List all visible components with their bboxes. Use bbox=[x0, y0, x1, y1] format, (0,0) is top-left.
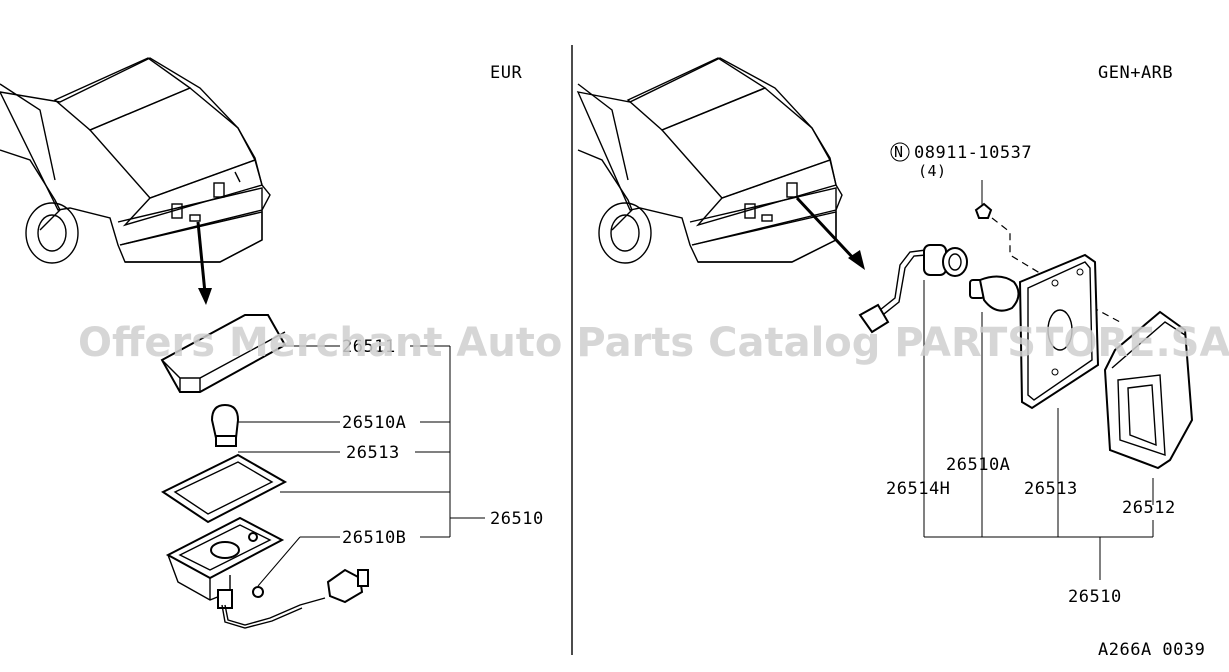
part-label-26512: 26512 bbox=[1122, 498, 1176, 518]
car-rear-illustration-left bbox=[0, 57, 271, 264]
part-label-26514h: 26514H bbox=[886, 479, 950, 499]
part-label-26513-right: 26513 bbox=[1024, 479, 1078, 499]
leader-lines-right bbox=[923, 280, 1154, 580]
part-label-26510a-left: 26510A bbox=[342, 413, 406, 433]
region-label-eur: EUR bbox=[490, 63, 522, 83]
arrow-right bbox=[795, 196, 865, 270]
region-label-gen-arb: GEN+ARB bbox=[1098, 63, 1173, 83]
license-lamp-lens-left bbox=[160, 314, 287, 393]
gasket-26513-right bbox=[1018, 253, 1100, 410]
dashed-guide-nut bbox=[991, 217, 1049, 279]
bulb-right bbox=[969, 275, 1020, 312]
nut-symbol-icon: N bbox=[894, 143, 904, 161]
part-qty-4: (4) bbox=[918, 162, 947, 180]
wire-harness-left bbox=[221, 568, 369, 629]
lamp-base-left bbox=[165, 516, 285, 609]
leader-lines-left bbox=[238, 345, 485, 587]
gasket-left bbox=[161, 453, 288, 524]
socket-26514h bbox=[858, 244, 968, 334]
car-rear-illustration-right bbox=[576, 57, 843, 264]
nut-callout: N 08911-10537 (4) bbox=[890, 142, 1032, 219]
lens-26512 bbox=[1103, 310, 1194, 470]
bulb-left bbox=[210, 403, 240, 447]
part-label-26513-left: 26513 bbox=[346, 443, 400, 463]
part-label-26510-left: 26510 bbox=[490, 509, 544, 529]
part-label-26510-right: 26510 bbox=[1068, 587, 1122, 607]
part-label-08911-10537: 08911-10537 bbox=[914, 143, 1032, 163]
part-label-26510a-right: 26510A bbox=[946, 455, 1010, 475]
watermark-text: Offers Merchant Auto Parts Catalog PARTS… bbox=[78, 320, 1229, 366]
part-label-26511: 26511 bbox=[342, 337, 396, 357]
part-label-26510b: 26510B bbox=[342, 528, 406, 548]
arrow-left bbox=[196, 221, 212, 305]
diagram-code: A266A 0039 bbox=[1098, 640, 1205, 660]
